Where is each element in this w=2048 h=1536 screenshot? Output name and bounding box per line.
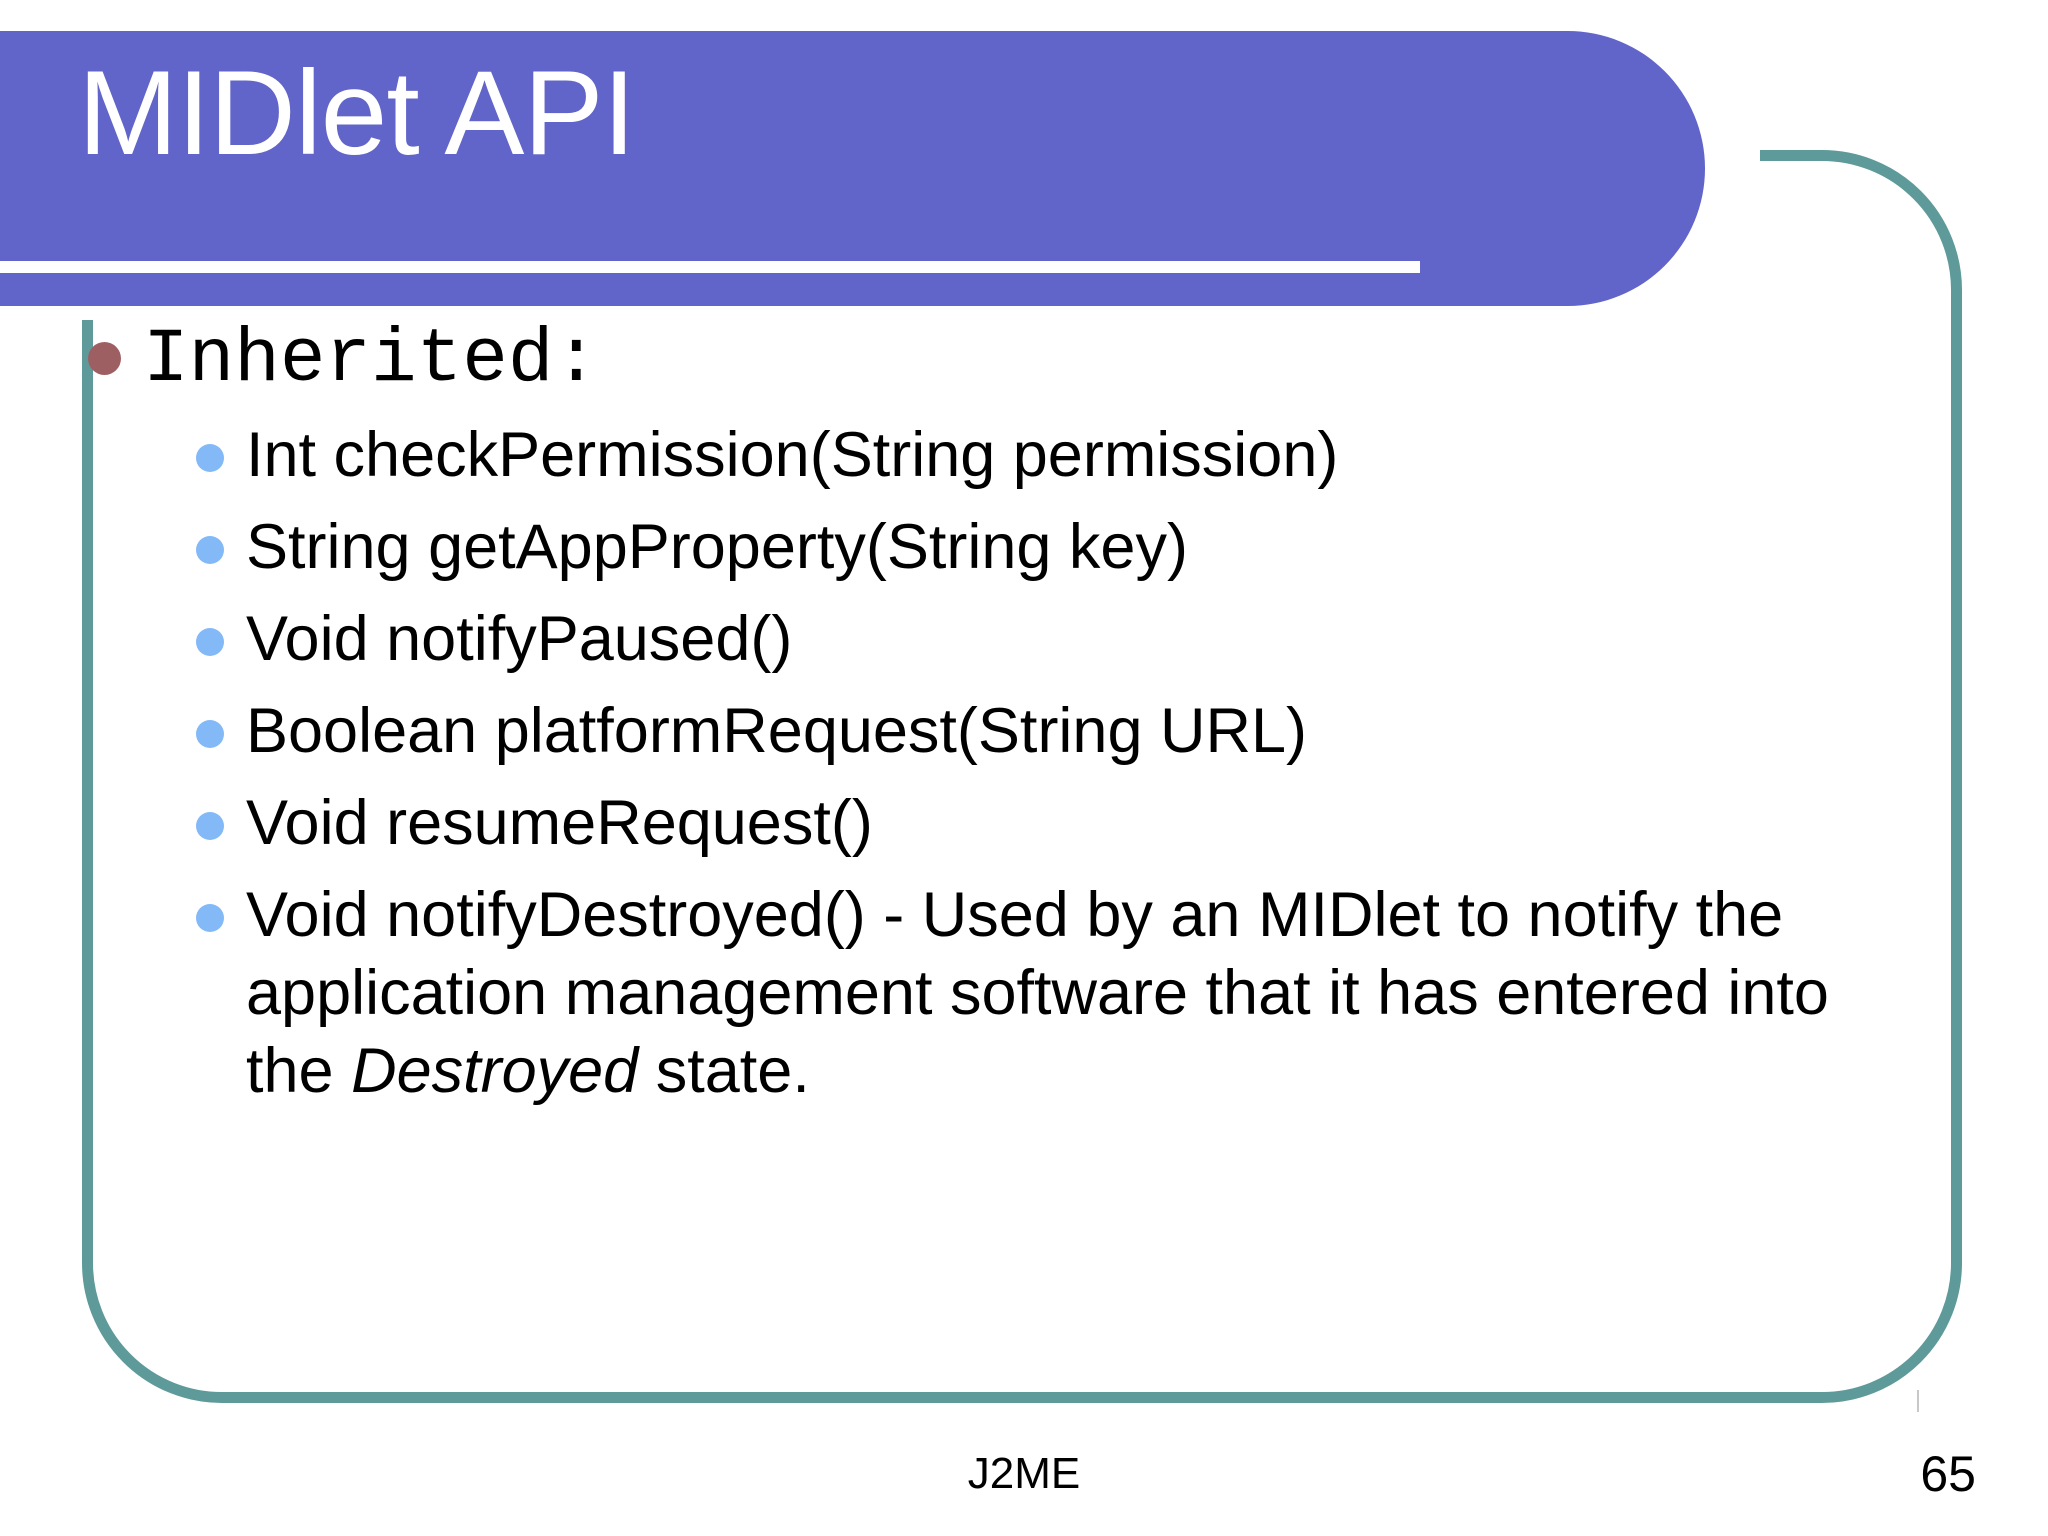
list-item-label: Void notifyPaused() (246, 604, 793, 674)
disc-bullet-icon (196, 444, 224, 472)
list-item: Boolean platformRequest(String URL) (196, 692, 2048, 770)
footer-label: J2ME (967, 1449, 1081, 1498)
disc-bullet-icon (196, 720, 224, 748)
list-item: Void notifyDestroyed() - Used by an MIDl… (196, 876, 2048, 1110)
list-item-level1: Inherited: (0, 310, 2048, 410)
list-item-label-part-1: Void notifyDestroyed() - Used by an MIDl… (246, 880, 1829, 1106)
list-item: Void notifyPaused() (196, 600, 2048, 678)
list-item: Int checkPermission(String permission) (196, 416, 2048, 494)
list-item-label: String getAppProperty(String key) (246, 512, 1188, 582)
api-method-list: Int checkPermission(String permission) S… (0, 416, 2048, 1110)
list-item-label-part-2: state. (638, 1036, 810, 1106)
list-item-label: Boolean platformRequest(String URL) (246, 696, 1308, 766)
slide-body: Inherited: Int checkPermission(String pe… (0, 310, 2048, 1124)
disc-bullet-icon (196, 904, 224, 932)
list-item-label: Void resumeRequest() (246, 788, 873, 858)
list-item-label-emphasis: Destroyed (351, 1036, 639, 1106)
list-item-level1-label: Inherited: (143, 317, 600, 403)
disc-bullet-icon (196, 628, 224, 656)
title-divider-rule (0, 261, 1420, 273)
page-number: 65 (1920, 1446, 1976, 1502)
list-item-label: Int checkPermission(String permission) (246, 420, 1339, 490)
list-item: Void resumeRequest() (196, 784, 2048, 862)
page-title: MIDlet API (78, 46, 636, 180)
title-banner (0, 31, 1705, 306)
list-item-label: Void notifyDestroyed() - Used by an MIDl… (246, 876, 1831, 1110)
list-item: String getAppProperty(String key) (196, 508, 2048, 586)
footer-tick-mark (1917, 1390, 1919, 1412)
disc-bullet-icon (196, 812, 224, 840)
disc-bullet-icon (196, 536, 224, 564)
disc-bullet-icon (88, 342, 121, 375)
